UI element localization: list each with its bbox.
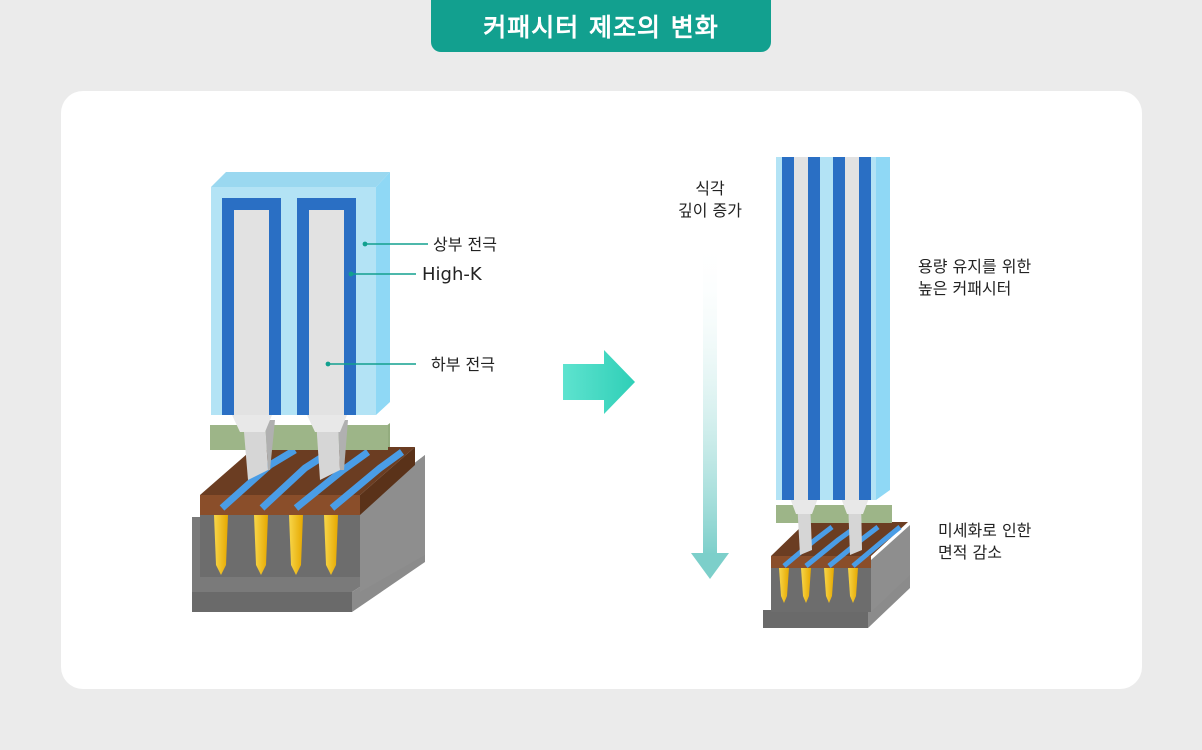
gold-contact <box>779 568 789 603</box>
gold-contact <box>801 568 811 603</box>
gold-contact <box>324 515 338 575</box>
down-arrow-icon <box>691 240 729 579</box>
tall-capacitor-line-2: 높은 커패시터 <box>918 279 1012 298</box>
gold-contact <box>289 515 303 575</box>
tall-capacitor-line-1: 용량 유지를 위한 <box>918 257 1032 276</box>
left-capacitor <box>192 172 428 612</box>
area-reduction-line-2: 면적 감소 <box>938 543 1002 562</box>
etch-depth-label: 식각 깊이 증가 <box>668 178 752 222</box>
page-title: 커패시터 제조의 변화 <box>431 0 771 52</box>
etch-depth-line-1: 식각 <box>695 179 725 198</box>
area-reduction-label: 미세화로 인한 면적 감소 <box>938 520 1031 564</box>
right-arrow-icon <box>563 350 635 414</box>
gold-contact <box>214 515 228 575</box>
area-reduction-line-1: 미세화로 인한 <box>938 521 1032 540</box>
tall-capacitor-label: 용량 유지를 위한 높은 커패시터 <box>918 256 1031 300</box>
right-capacitor <box>763 157 910 628</box>
upper-electrode-label: 상부 전극 <box>433 235 497 254</box>
lower-electrode-label: 하부 전극 <box>431 355 495 374</box>
etch-depth-line-2: 깊이 증가 <box>678 201 742 220</box>
right-green-layer <box>776 505 892 523</box>
gold-contact <box>824 568 834 603</box>
gold-contact <box>848 568 858 603</box>
high-k-label: High-K <box>422 264 482 285</box>
gold-contact <box>254 515 268 575</box>
